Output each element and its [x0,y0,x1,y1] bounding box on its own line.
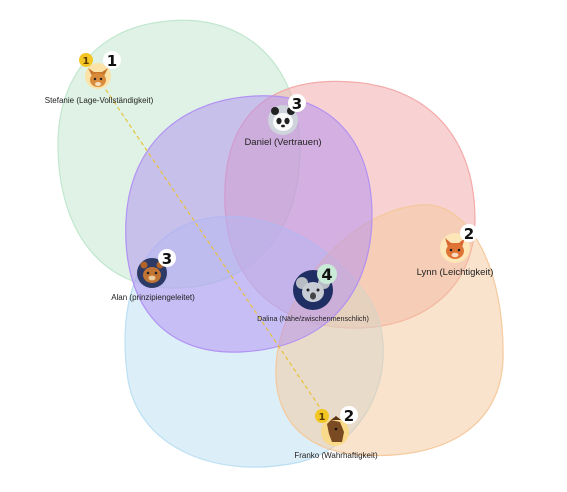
badge-count: 1 [83,56,90,67]
badge-circle [315,409,329,423]
count-bubble [460,224,478,242]
count-bubble [317,264,337,284]
badge-count: 1 [319,412,326,423]
node-label: Daniel (Vertrauen) [244,137,321,148]
node-label: Dalina (Nähe/zwischenmenschlich) [257,314,369,323]
node-franko[interactable]: 1 2 Franko (Wahrhaftigkeit) [294,406,378,460]
node-count: 2 [344,407,354,425]
panda-icon [271,107,295,131]
node-count: 1 [107,52,117,70]
node-daniel[interactable]: 3 Daniel (Vertrauen) [244,94,322,148]
node-label: Alan (prinzipiengeleitet) [111,293,195,302]
fox-icon [88,68,108,87]
count-bubble [103,51,121,69]
count-bubble [158,249,176,267]
node-count: 3 [292,95,302,113]
node-dalina[interactable]: 4 Dalina (Nähe/zwischenmenschlich) [257,264,369,323]
node-lynn[interactable]: 2 Lynn (Leichtigkeit) [417,224,494,278]
node-label: Franko (Wahrhaftigkeit) [294,451,378,460]
badge-circle [79,53,93,67]
bear-icon [140,261,164,283]
node-alan[interactable]: 3 Alan (prinzipiengeleitet) [111,249,195,302]
connection-line [97,77,336,431]
node-count: 2 [464,225,474,243]
count-bubble [340,406,358,424]
node-count: 4 [321,265,332,284]
blob-layer [57,19,504,468]
node-label: Stefanie (Lage-Vollständigkeit) [45,96,154,105]
count-bubble [288,94,306,112]
horse-icon [327,416,344,442]
cat-icon [445,238,465,259]
node-stefanie[interactable]: 1 1 Stefanie (Lage-Vollständigkeit) [45,51,154,105]
node-count: 3 [162,250,172,268]
node-label: Lynn (Leichtigkeit) [417,267,494,278]
